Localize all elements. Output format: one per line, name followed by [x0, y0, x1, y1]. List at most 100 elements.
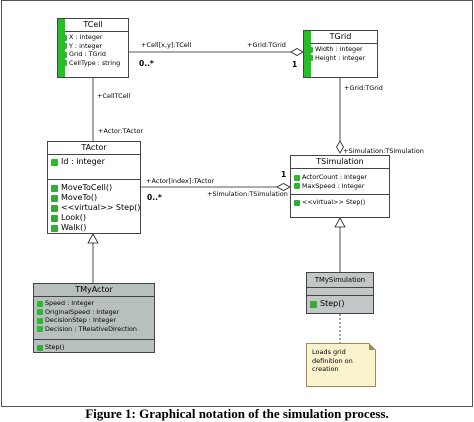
attribute-text: ActorCount : Integer: [302, 173, 367, 181]
method-icon: [51, 184, 58, 192]
tmyactor-class-name: TMyActor: [34, 284, 154, 297]
method-row: Look(): [50, 213, 140, 223]
method-icon: [310, 300, 317, 308]
attribute-text: X : integer: [69, 33, 103, 41]
method-text: Look(): [61, 213, 86, 222]
attribute-row: MaxSpeed : Integer: [293, 182, 389, 191]
attribute-text: Y : integer: [69, 41, 102, 50]
method-icon: [51, 214, 58, 222]
attribute-text: Speed : Integer: [45, 299, 95, 307]
mult-sim-one: 1: [281, 170, 287, 179]
attribute-text: Grid : TGrid: [69, 50, 106, 58]
loads-grid-note: Loads grid definition on creation: [306, 343, 376, 387]
method-icon: [51, 224, 58, 232]
mult-actor-many: 0..*: [147, 193, 162, 202]
tcell-class-name: TCell: [58, 19, 128, 32]
method-icon: [294, 199, 300, 206]
attribute-text: Id : integer: [61, 157, 105, 166]
tgrid-attributes: Width : integer Height : integer: [304, 31, 377, 77]
attribute-row: OriginalSpeed : Integer: [36, 308, 154, 317]
tmysimulation-class-name: TMySimulation: [307, 273, 373, 288]
attribute-icon: [307, 55, 313, 61]
role-sim-label: +Simulation:TSimulation: [343, 147, 424, 155]
method-row: MoveToCell(): [50, 183, 140, 193]
tsimulation-attributes: ActorCount : Integer MaxSpeed : Integer: [291, 169, 389, 195]
attribute-row: CellType : string: [60, 59, 128, 68]
attribute-icon: [294, 174, 300, 181]
method-icon: [37, 344, 43, 351]
method-row: Walk(): [50, 223, 140, 233]
method-row: Step(): [309, 299, 373, 309]
method-text: Step(): [320, 299, 345, 308]
attribute-icon: [61, 60, 67, 66]
tmyactor-attributes: Speed : Integer OriginalSpeed : Integer …: [34, 297, 154, 340]
attribute-icon: [61, 43, 67, 49]
attribute-text: Height : integer: [315, 53, 366, 62]
attribute-icon: [294, 183, 300, 189]
method-text: <<virtual>> Step(): [61, 203, 141, 212]
tmysimulation-methods: Step(): [307, 296, 373, 310]
method-icon: [51, 194, 58, 202]
attribute-icon: [51, 158, 58, 166]
attribute-text: OriginalSpeed : Integer: [45, 307, 120, 316]
method-icon: [51, 204, 58, 212]
role-actor-label: +Actor:TActor: [98, 127, 144, 135]
attribute-text: MaxSpeed : Integer: [302, 181, 365, 190]
method-text: <<virtual>> Step(): [302, 198, 366, 206]
tmysimulation-attributes: [307, 288, 373, 296]
mult-cell-many: 0..*: [139, 59, 154, 68]
note-line: definition on: [312, 356, 353, 365]
role-grid-label: +Grid:TGrid: [247, 41, 286, 49]
tsimulation-methods: <<virtual>> Step(): [291, 195, 389, 208]
attribute-icon: [37, 326, 43, 332]
tgrid-class-name: TGrid: [304, 31, 377, 44]
tmyactor-class[interactable]: TMyActor Speed : Integer OriginalSpeed :…: [33, 283, 155, 353]
note-fold-corner: [369, 343, 376, 350]
tmyactor-methods: Step(): [34, 340, 154, 353]
method-text: MoveToCell(): [61, 183, 113, 192]
role-grid-sim-label: +Grid:TGrid: [344, 84, 383, 92]
method-row: Step(): [36, 343, 154, 352]
attribute-row: Decision : TRelativeDirection: [36, 325, 154, 334]
attribute-text: DecisionStep : Integer: [45, 316, 116, 324]
role-celltcell-label: +CellTCell: [97, 92, 131, 100]
tsimulation-class-name: TSimulation: [291, 156, 389, 169]
attribute-icon: [37, 317, 43, 324]
method-text: Step(): [45, 343, 65, 351]
tsimulation-class[interactable]: TSimulation ActorCount : Integer MaxSpee…: [290, 155, 390, 218]
attribute-icon: [37, 309, 43, 315]
tactor-class[interactable]: TActor Id : integer MoveToCell() MoveTo(…: [47, 141, 141, 234]
tactor-methods: MoveToCell() MoveTo() <<virtual>> Step()…: [48, 180, 140, 234]
method-row: <<virtual>> Step(): [50, 203, 140, 213]
tcell-attributes: X : integer Y : integer Grid : TGrid Cel…: [58, 19, 128, 77]
gen-mysim-sim-arrow: [334, 217, 346, 228]
figure-caption: Figure 1: Graphical notation of the simu…: [85, 406, 389, 421]
attribute-row: Width : integer: [306, 45, 377, 54]
method-text: Walk(): [61, 223, 87, 232]
attribute-text: CellType : string: [69, 58, 121, 67]
method-text: MoveTo(): [61, 193, 98, 202]
tmysimulation-class[interactable]: TMySimulation Step(): [306, 272, 374, 314]
tgrid-class[interactable]: TGrid Width : integer Height : integer: [303, 30, 378, 78]
attribute-row: Height : integer: [306, 54, 377, 63]
attribute-row: Grid : TGrid: [60, 50, 128, 59]
attribute-icon: [61, 34, 67, 41]
attribute-row: Speed : Integer: [36, 299, 154, 308]
attribute-text: Decision : TRelativeDirection: [45, 324, 137, 333]
role-actor-index-label: +Actor[index]:TActor: [146, 177, 215, 185]
role-simulation-label: +Simulation:TSimulation: [207, 190, 288, 198]
assoc-cell-grid-diamond: [290, 48, 304, 56]
note-line: Loads grid: [312, 348, 346, 356]
attribute-text: Width : integer: [315, 45, 363, 53]
attribute-row: X : integer: [60, 33, 128, 42]
tactor-attributes: Id : integer: [48, 155, 140, 180]
attribute-icon: [37, 300, 43, 307]
method-row: <<virtual>> Step(): [293, 198, 389, 207]
assoc-grid-sim-diamond: [336, 140, 344, 154]
attribute-row: Id : integer: [50, 157, 140, 167]
tcell-class[interactable]: TCell X : integer Y : integer Grid : TGr…: [57, 18, 129, 78]
mult-grid-one: 1: [292, 60, 298, 69]
tactor-class-name: TActor: [48, 142, 140, 155]
